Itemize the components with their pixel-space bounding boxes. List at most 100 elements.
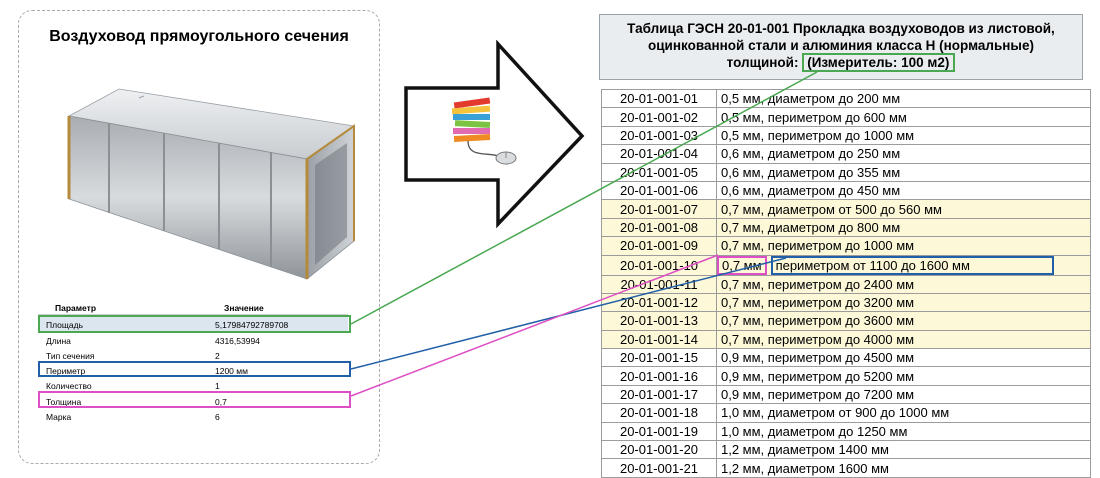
param-name: Длина xyxy=(46,336,71,346)
norm-code: 20-01-001-18 xyxy=(601,403,717,423)
param-name: Количество xyxy=(46,381,92,391)
norm-description: 0,7 мм, периметром до 1000 мм xyxy=(716,236,1091,256)
norm-code: 20-01-001-02 xyxy=(601,107,717,127)
norm-description: 0,6 мм, диаметром до 450 мм xyxy=(716,180,1091,201)
right-arrow xyxy=(404,40,585,229)
duct-title: Воздуховод прямоугольного сечения xyxy=(49,28,349,45)
norm-description: 1,2 мм, диаметром 1400 мм xyxy=(716,440,1091,460)
value-col-header: Значение xyxy=(224,303,264,313)
norm-code: 20-01-001-04 xyxy=(601,144,717,164)
param-value: 1 xyxy=(215,381,220,391)
norm-code: 20-01-001-05 xyxy=(601,162,717,182)
perimeter-highlight xyxy=(38,361,351,377)
norm-code: 20-01-001-09 xyxy=(601,236,717,256)
norm-description: 0,5 мм, диаметром до 200 мм xyxy=(716,88,1091,109)
param-name: Периметр xyxy=(46,366,86,376)
norm-description: 0,7 мм, периметром до 3600 мм xyxy=(716,311,1091,331)
thickness-highlight xyxy=(38,391,351,408)
param-row-perimeter: Периметр 1200 мм xyxy=(38,363,348,378)
norm-description: 0,7 мм, периметром до 2400 мм xyxy=(716,274,1091,294)
norm-code: 20-01-001-17 xyxy=(601,384,717,405)
norm-code: 20-01-001-06 xyxy=(601,180,717,201)
title-line: Таблица ГЭСН 20-01-001 Прокладка воздухо… xyxy=(627,21,1055,36)
norm-code: 20-01-001-01 xyxy=(601,88,717,109)
parameter-table-header: Параметр Значение xyxy=(38,302,348,315)
measure-unit-highlight: (Измеритель: 100 м2) xyxy=(802,53,956,72)
norm-code: 20-01-001-21 xyxy=(601,458,717,478)
norm-description: 0,7 мм, диаметром до 800 мм xyxy=(716,217,1091,238)
norm-code: 20-01-001-14 xyxy=(601,329,717,350)
param-row-thickness: Толщина 0,7 xyxy=(38,394,348,409)
param-value: 6 xyxy=(215,412,220,422)
norm-code: 20-01-001-12 xyxy=(601,292,717,313)
norm-code: 20-01-001-10 xyxy=(601,254,717,276)
param-name: Тип сечения xyxy=(46,351,95,361)
param-row-length: Длина 4316,53994 xyxy=(38,333,348,348)
thickness-match: 0,7 мм xyxy=(717,255,767,275)
norm-description: 0,7 мм, периметром до 3200 мм xyxy=(716,292,1091,313)
param-name: Площадь xyxy=(46,320,84,330)
gesn-title: Таблица ГЭСН 20-01-001 Прокладка воздухо… xyxy=(599,14,1083,80)
title-line: толщиной: xyxy=(726,55,803,70)
norm-code: 20-01-001-11 xyxy=(601,274,717,294)
norm-code: 20-01-001-07 xyxy=(601,199,717,219)
param-value: 2 xyxy=(215,351,220,361)
norm-description: 0,5 мм, периметром до 1000 мм xyxy=(716,125,1091,146)
param-name: Толщина xyxy=(46,397,82,407)
norm-code: 20-01-001-13 xyxy=(601,311,717,331)
duct-card: Воздуховод прямоугольного сечения xyxy=(18,10,380,464)
param-name: Марка xyxy=(46,412,72,422)
norm-code: 20-01-001-20 xyxy=(601,440,717,460)
norm-description: 1,0 мм, диаметром от 900 до 1000 мм xyxy=(716,403,1091,423)
param-value: 4316,53994 xyxy=(215,336,260,346)
param-row-quantity: Количество 1 xyxy=(38,378,348,393)
norm-code: 20-01-001-03 xyxy=(601,125,717,146)
norm-code: 20-01-001-15 xyxy=(601,348,717,368)
norm-code: 20-01-001-16 xyxy=(601,366,717,386)
param-value: 0,7 xyxy=(215,397,227,407)
param-row-area: Площадь 5,17984792789708 xyxy=(38,317,348,332)
norm-description: 0,6 мм, диаметром до 355 мм xyxy=(716,162,1091,182)
area-highlight xyxy=(38,315,351,333)
norm-description: 0,9 мм, периметром до 4500 мм xyxy=(716,348,1091,368)
param-row-section-type: Тип сечения 2 xyxy=(38,348,348,363)
norm-description: 0,9 мм, периметром до 7200 мм xyxy=(716,384,1091,405)
norm-code: 20-01-001-19 xyxy=(601,421,717,442)
duct-image xyxy=(67,88,356,280)
param-col-header: Параметр xyxy=(55,303,97,313)
param-row-mark: Марка 6 xyxy=(38,409,348,424)
perimeter-match: периметром от 1100 до 1600 мм xyxy=(770,255,1054,275)
norm-description: 0,7 мм, диаметром от 500 до 560 мм xyxy=(716,199,1091,219)
param-value: 5,17984792789708 xyxy=(215,320,289,330)
param-value: 1200 мм xyxy=(215,366,248,376)
norm-code: 20-01-001-08 xyxy=(601,217,717,238)
norm-description: 0,7 мм, периметром до 4000 мм xyxy=(716,329,1091,350)
norm-description: 0,9 мм, периметром до 5200 мм xyxy=(716,366,1091,386)
title-line: оцинкованной стали и алюминия класса Н (… xyxy=(648,38,1034,53)
norm-description: 0,5 мм, периметром до 600 мм xyxy=(716,107,1091,127)
norm-description: 1,0 мм, диаметром до 1250 мм xyxy=(716,421,1091,442)
